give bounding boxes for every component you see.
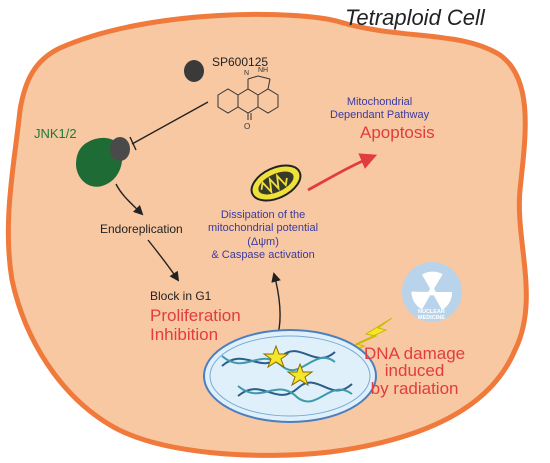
arrow-to-block-g1 <box>147 239 180 282</box>
dna-damage-star-icon <box>286 362 314 387</box>
apoptosis-label: Apoptosis <box>360 123 435 142</box>
nucleus-inner-ring <box>209 335 371 417</box>
svg-text:O: O <box>244 122 250 131</box>
mitochondrial-line-2: Dependant Pathway <box>330 109 430 122</box>
dissipation-line-1: Dissipation of the <box>220 209 306 221</box>
proliferation-line-1: Proliferation <box>150 306 241 325</box>
jnk-label: JNK1/2 <box>34 126 77 141</box>
dissipation-line-2: mitochondrial potential <box>208 222 319 235</box>
svg-text:N: N <box>244 70 249 77</box>
dna-damage-line-1: DNA damage <box>364 344 466 363</box>
arrow-to-apoptosis <box>307 153 378 192</box>
dissipation-line-3: (Δψm) <box>247 235 279 248</box>
svg-text:NH: NH <box>258 67 268 74</box>
mitochondrion-icon <box>250 164 302 202</box>
cell-title: Tetraploid Cell <box>345 5 485 30</box>
dissipation-line-4: & Caspase activation <box>211 249 315 262</box>
bound-inhibitor-icon <box>110 137 130 161</box>
dna-damage-star-icon <box>262 344 290 369</box>
nuclear-medicine-line-2: MEDICINE <box>418 315 445 322</box>
radiation-badge-icon <box>402 262 462 322</box>
cell-membrane <box>5 11 529 458</box>
arrow-to-endoreplication <box>115 183 144 216</box>
endoreplication-label: Endoreplication <box>100 222 183 236</box>
dna-damage-line-2: induced <box>384 361 445 381</box>
dissipation-label: Dissipation of the mitochondrial potenti… <box>208 209 318 263</box>
drug-name-label: SP600125 <box>212 55 269 69</box>
nuclear-medicine-line-1: NUCLEAR <box>418 309 445 315</box>
mitochondrial-pathway-label: Mitochondrial Dependant Pathway <box>330 96 429 122</box>
proliferation-line-2: Inhibition <box>150 325 219 345</box>
inhibition-arrow <box>129 101 209 151</box>
block-g1-label: Block in G1 <box>150 289 212 303</box>
dna-damage-label: DNA damage induced by radiation <box>364 345 465 397</box>
sp600125-structure-icon: O N NH <box>217 67 279 131</box>
proliferation-inhibition-label: Proliferation Inhibition <box>150 306 241 344</box>
mitochondrial-line-1: Mitochondrial <box>346 96 413 108</box>
nuclear-medicine-label: NUCLEAR MEDICINE <box>418 309 445 321</box>
sp600125-molecule-icon <box>184 60 204 82</box>
dna-damage-line-3: by radiation <box>370 378 459 398</box>
